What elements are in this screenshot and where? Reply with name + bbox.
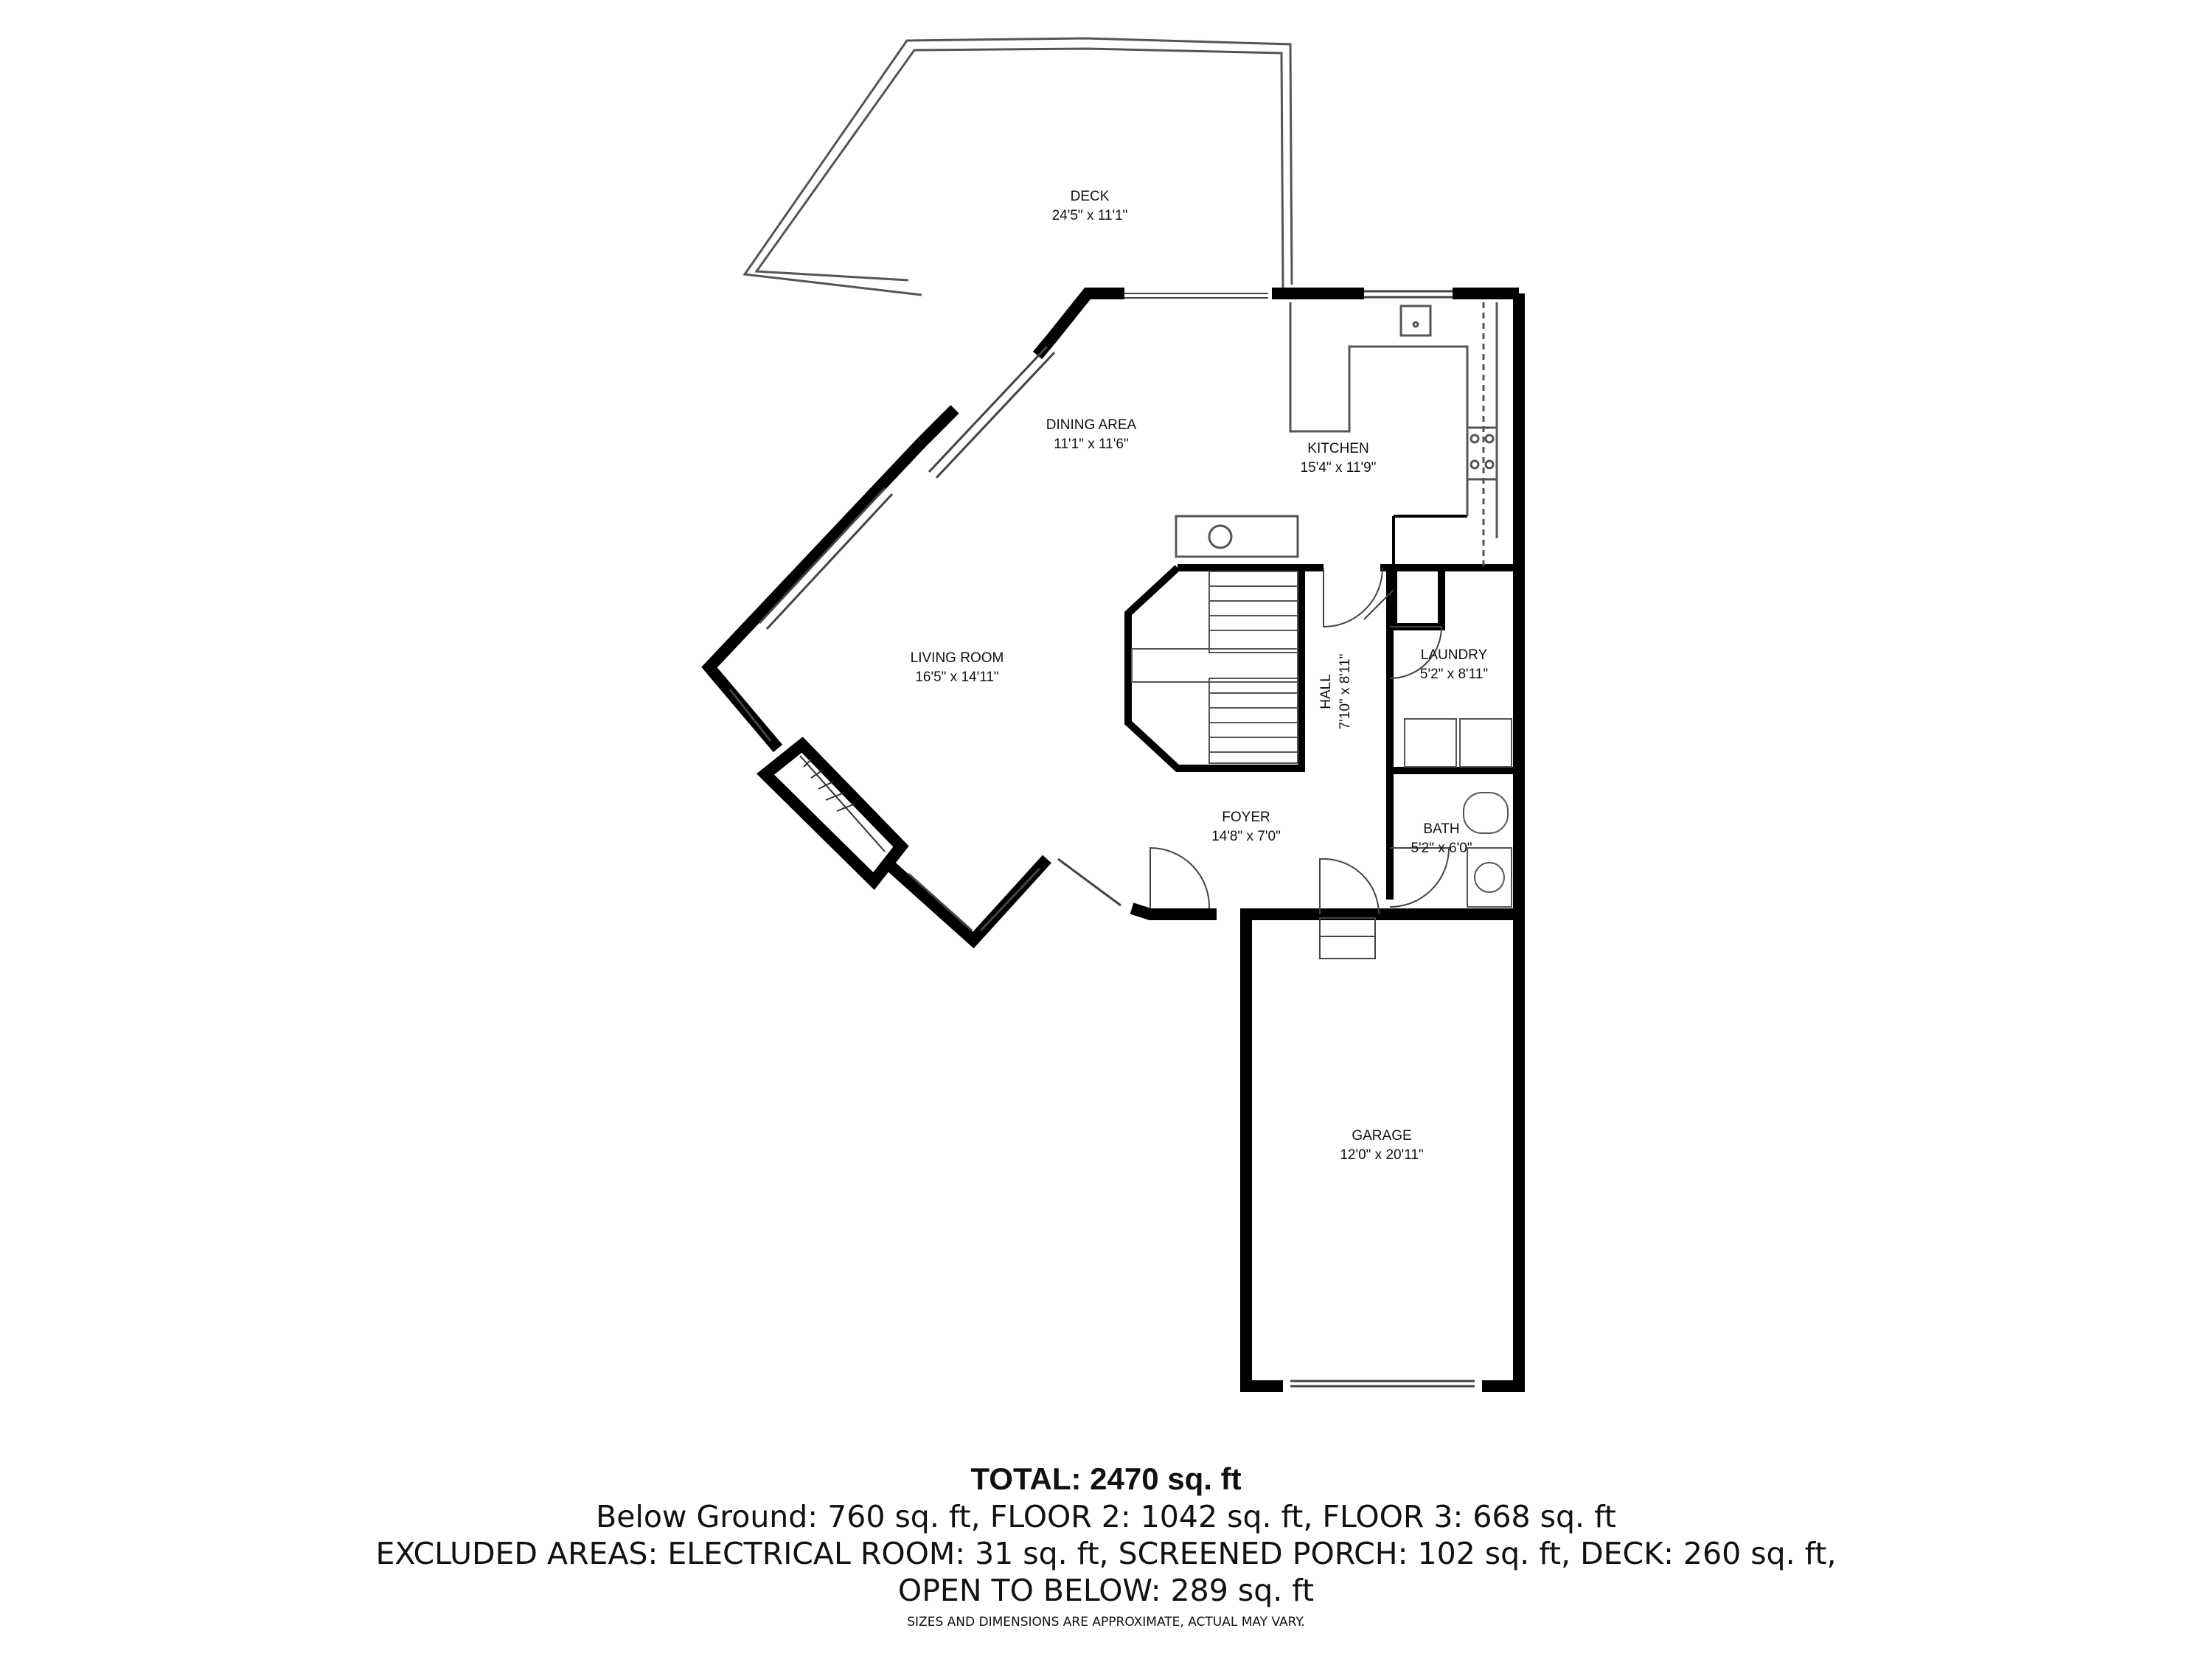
kitchen-dims: 15'4" x 11'9" xyxy=(1301,460,1377,476)
dining-area-dims: 11'1" x 11'6" xyxy=(1054,437,1128,452)
disclaimer: SIZES AND DIMENSIONS ARE APPROXIMATE, AC… xyxy=(907,1615,1305,1630)
fireplace xyxy=(756,737,909,890)
garage-name: GARAGE xyxy=(1352,1128,1411,1144)
living-room-dims: 16'5" x 14'11" xyxy=(915,669,998,685)
bath-name: BATH xyxy=(1423,821,1459,837)
bath-dims: 5'2" x 6'0" xyxy=(1411,841,1472,856)
floor-areas: Below Ground: 760 sq. ft, FLOOR 2: 1042 … xyxy=(596,1499,1616,1534)
kitchen-counters xyxy=(1289,302,1498,568)
deck-dims: 24'5" x 11'1" xyxy=(1052,208,1128,223)
stairs xyxy=(1131,571,1298,764)
excluded-areas-line2: OPEN TO BELOW: 289 sq. ft xyxy=(897,1573,1315,1608)
garage-dims: 12'0" x 20'11" xyxy=(1340,1147,1423,1163)
windows xyxy=(728,290,1475,1388)
laundry-name: LAUNDRY xyxy=(1421,647,1488,663)
deck-outline xyxy=(742,37,1293,296)
room-label-laundry: LAUNDRY 5'2" x 8'11" xyxy=(1420,647,1488,682)
bath-fixtures xyxy=(1463,792,1512,908)
room-label-bath: BATH 5'2" x 6'0" xyxy=(1411,821,1472,856)
laundry-appliances xyxy=(1404,718,1512,768)
living-room-name: LIVING ROOM xyxy=(911,650,1004,666)
room-label-living-room: LIVING ROOM 16'5" x 14'11" xyxy=(911,650,1004,685)
floor-plan: DECK 24'5" x 11'1" DINING AREA 11'1" x 1… xyxy=(701,37,1525,1392)
room-label-garage: GARAGE 12'0" x 20'11" xyxy=(1340,1128,1423,1163)
room-label-deck: DECK 24'5" x 11'1" xyxy=(1052,189,1128,223)
excluded-areas-line1: EXCLUDED AREAS: ELECTRICAL ROOM: 31 sq. … xyxy=(375,1536,1837,1571)
kitchen-name: KITCHEN xyxy=(1307,441,1368,456)
stair-island xyxy=(1175,515,1299,558)
interior-walls xyxy=(1124,515,1519,900)
foyer-name: FOYER xyxy=(1222,810,1270,825)
room-label-foyer: FOYER 14'8" x 7'0" xyxy=(1211,810,1281,844)
deck-name: DECK xyxy=(1071,189,1110,204)
hall-dims: 7'10" x 8'11" xyxy=(1338,654,1353,730)
total-area: TOTAL: 2470 sq. ft xyxy=(970,1461,1242,1496)
dining-area-name: DINING AREA xyxy=(1046,417,1137,433)
laundry-dims: 5'2" x 8'11" xyxy=(1420,667,1488,682)
room-label-hall: HALL 7'10" x 8'11" xyxy=(1318,654,1353,730)
hall-name: HALL xyxy=(1318,674,1334,709)
room-label-kitchen: KITCHEN 15'4" x 11'9" xyxy=(1301,441,1377,476)
exterior-walls xyxy=(701,288,1525,1392)
room-label-dining-area: DINING AREA 11'1" x 11'6" xyxy=(1046,417,1137,452)
foyer-dims: 14'8" x 7'0" xyxy=(1211,829,1281,844)
doors xyxy=(1150,567,1450,959)
